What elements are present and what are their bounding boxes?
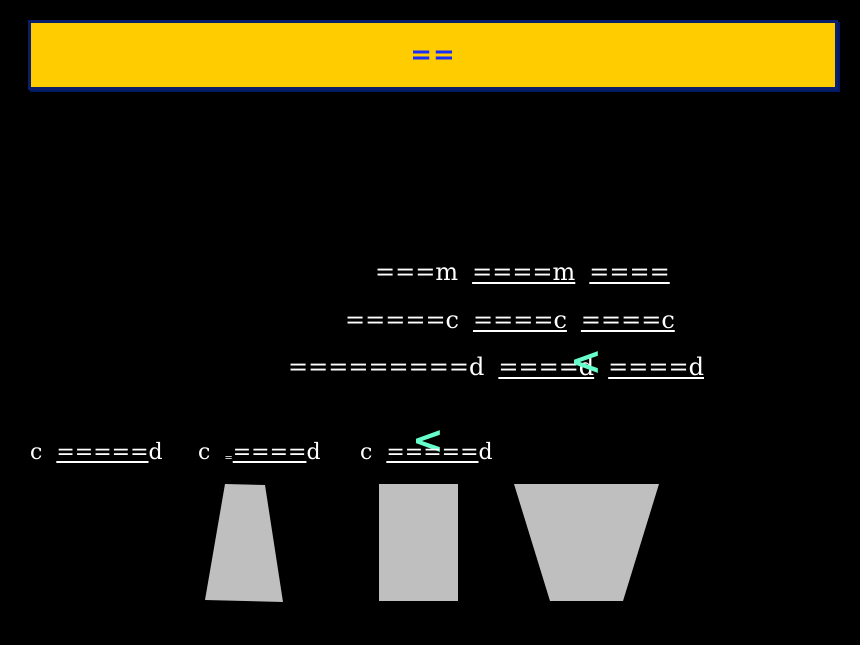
conversion-row-3: =========d ====d ====d (288, 352, 704, 382)
narrow-tapered-container-shape (205, 484, 283, 602)
caption-suffix: d (478, 440, 493, 465)
caption-value: ==== (232, 440, 307, 465)
caption-3: c =====d (360, 439, 493, 467)
page-title: == (410, 40, 456, 70)
conversion-mid: ====d (498, 353, 595, 381)
caption-value: ===== (56, 440, 149, 465)
rectangular-container-shape (379, 484, 458, 601)
caption-prefix: c (360, 440, 373, 465)
conversion-row-2: =====c ====c ====c (345, 305, 675, 335)
conversion-mid: ====m (472, 258, 576, 286)
conversion-right: ====c (580, 306, 675, 334)
caption-suffix: d (306, 440, 321, 465)
caption-small-mark: = (224, 453, 233, 464)
comparison-symbol-1: < (570, 339, 602, 383)
caption-value: ===== (386, 440, 479, 465)
caption-prefix: c (198, 440, 211, 465)
conversion-from: =========d (288, 353, 485, 381)
conversion-right: ==== (589, 258, 670, 286)
comparison-symbol-2: < (412, 418, 444, 462)
title-bar: == (28, 20, 838, 90)
conversion-from: =====c (345, 306, 459, 334)
conversion-right: ====d (608, 353, 704, 381)
caption-1: c =====d (30, 439, 163, 467)
conversion-mid: ====c (473, 306, 567, 334)
conversion-row-1: ===m ====m ==== (375, 257, 670, 287)
conversion-from: ===m (375, 258, 459, 286)
caption-prefix: c (30, 440, 43, 465)
caption-2: c =====d (198, 439, 321, 473)
caption-suffix: d (148, 440, 163, 465)
wide-tapered-container-shape (514, 484, 659, 601)
